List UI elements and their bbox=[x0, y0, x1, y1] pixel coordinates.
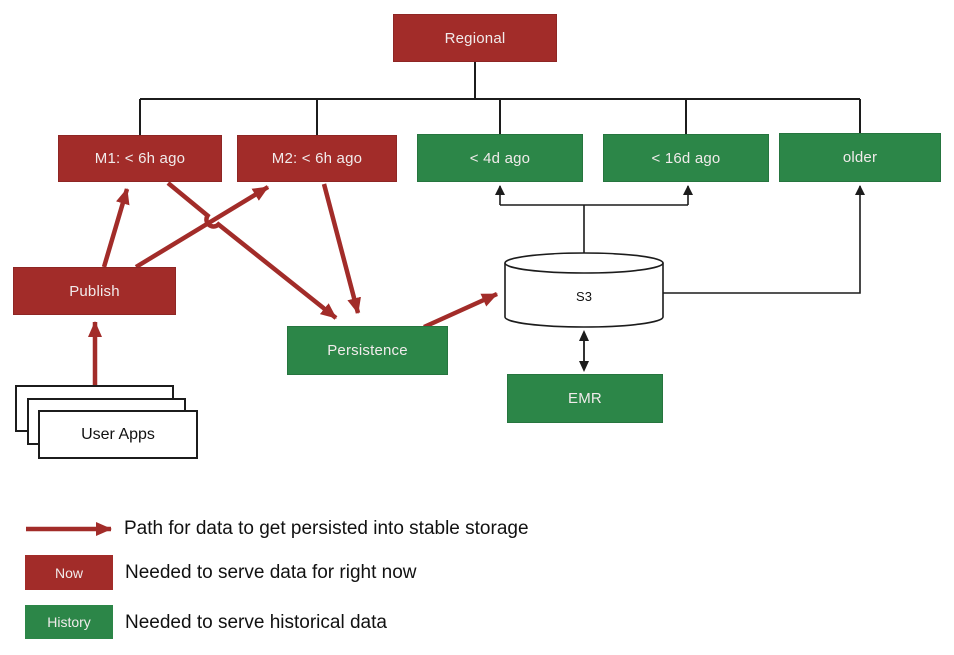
s3-cylinder bbox=[504, 252, 664, 328]
node-user-apps-label: User Apps bbox=[81, 425, 155, 443]
node-user-apps: User Apps bbox=[38, 410, 198, 459]
legend-history-chip-label: History bbox=[47, 614, 91, 630]
legend-history-label: Needed to serve historical data bbox=[125, 611, 387, 633]
arrow-publish-to-m1 bbox=[101, 188, 130, 268]
node-16d-ago-label: < 16d ago bbox=[651, 149, 721, 167]
node-publish: Publish bbox=[13, 267, 176, 315]
node-regional-label: Regional bbox=[444, 29, 506, 47]
arrow-persistence-to-s3 bbox=[423, 291, 498, 330]
legend-now-label: Needed to serve data for right now bbox=[125, 561, 417, 583]
arrow-publish-to-m2 bbox=[134, 185, 270, 269]
legend-now-chip: Now bbox=[25, 555, 113, 590]
legend-arrow-label: Path for data to get persisted into stab… bbox=[124, 518, 529, 539]
node-emr: EMR bbox=[507, 374, 663, 423]
node-4d-ago-label: < 4d ago bbox=[469, 149, 531, 167]
node-16d-ago: < 16d ago bbox=[603, 134, 769, 182]
node-m1-label: M1: < 6h ago bbox=[94, 150, 186, 167]
node-persistence: Persistence bbox=[287, 326, 448, 375]
legend-history-chip: History bbox=[25, 605, 113, 639]
node-regional: Regional bbox=[393, 14, 557, 62]
arrow-m2-to-persistence bbox=[321, 183, 361, 314]
node-emr-label: EMR bbox=[568, 390, 602, 407]
tree-connectors bbox=[139, 62, 861, 135]
node-older-label: older bbox=[842, 149, 878, 166]
node-persistence-label: Persistence bbox=[327, 342, 408, 359]
node-publish-label: Publish bbox=[69, 282, 120, 300]
arrow-m1-to-persistence bbox=[166, 181, 338, 320]
node-m2-label: M2: < 6h ago bbox=[271, 150, 363, 167]
node-older: older bbox=[779, 133, 941, 182]
arrow-s3-to-older bbox=[663, 185, 865, 294]
node-4d-ago: < 4d ago bbox=[417, 134, 583, 182]
node-m1: M1: < 6h ago bbox=[58, 135, 222, 182]
node-m2: M2: < 6h ago bbox=[237, 135, 397, 182]
node-s3-label: S3 bbox=[576, 288, 592, 304]
legend-now-chip-label: Now bbox=[54, 564, 83, 581]
arrow-s3-emr-bidirectional bbox=[579, 330, 589, 372]
